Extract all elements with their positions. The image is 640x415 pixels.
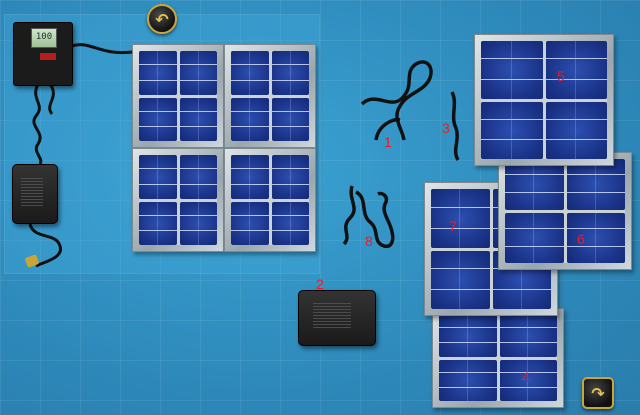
panel-4[interactable] [432, 308, 564, 408]
assembled-panel-top-right[interactable] [224, 44, 316, 148]
undo-button[interactable]: ↶ [147, 4, 177, 34]
assembled-power-adapter[interactable] [12, 164, 58, 224]
controller-display: 100 [31, 28, 57, 48]
charge-controller[interactable]: 100 [13, 22, 73, 86]
controller-readout: 100 [35, 32, 53, 42]
undo-icon: ↶ [155, 9, 169, 29]
assembled-panel-bottom-left[interactable] [132, 148, 224, 252]
power-adapter-2[interactable] [298, 290, 376, 346]
assembled-panel-top-left[interactable] [132, 44, 224, 148]
adapter-2-label-lines [312, 302, 351, 330]
part-label-2: 2 [316, 276, 324, 292]
assembled-panel-bottom-right[interactable] [224, 148, 316, 252]
part-label-5: 5 [557, 68, 565, 84]
panel-6[interactable] [498, 152, 632, 270]
panel-5[interactable] [474, 34, 614, 166]
part-label-3: 3 [442, 120, 450, 136]
controller-terminal [40, 53, 56, 60]
part-label-8: 8 [365, 233, 373, 249]
redo-icon: ↷ [591, 383, 605, 403]
part-label-7: 7 [449, 218, 457, 234]
part-label-4: 4 [522, 369, 530, 385]
redo-button[interactable]: ↷ [582, 377, 614, 409]
adapter-label-lines [20, 177, 43, 207]
part-label-6: 6 [577, 231, 585, 247]
part-label-1: 1 [384, 134, 392, 150]
